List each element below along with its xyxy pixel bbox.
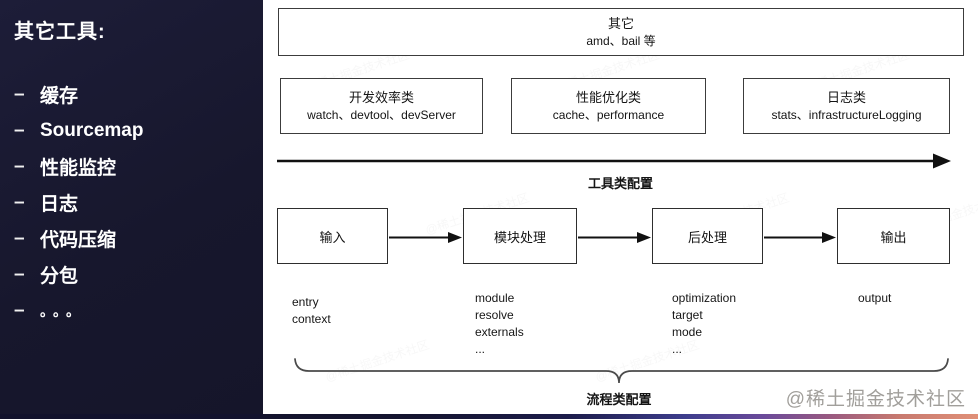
tools-axis-arrow — [277, 153, 951, 169]
sidebar-title: 其它工具: — [14, 21, 106, 43]
category-title: 日志类 — [826, 89, 866, 105]
sidebar-item-split-chunks: – 分包 — [14, 263, 254, 288]
dash-bullet: – — [14, 263, 25, 285]
sidebar-list: – 缓存 – Sourcemap – 性能监控 – 日志 – 代码压缩 – 分包 — [14, 84, 254, 336]
sidebar-item-code-compress: – 代码压缩 — [14, 227, 254, 252]
flow-box-label: 输出 — [880, 229, 907, 245]
flow-box-label: 后处理 — [687, 229, 727, 245]
flow-connector-arrows — [389, 232, 836, 243]
flow-box-post-processing: 后处理 — [652, 208, 763, 264]
detail-line: context — [292, 312, 331, 326]
flow-box-output: 输出 — [837, 208, 950, 264]
bottom-accent-bar — [0, 414, 978, 419]
detail-line: ... — [475, 342, 486, 356]
detail-line: entry — [292, 295, 319, 309]
process-brace-label: 流程类配置 — [586, 392, 652, 407]
category-box-perf-optimize: 性能优化类 cache、performance — [511, 78, 706, 134]
detail-line: externals — [475, 325, 524, 339]
sidebar-item-label: 代码压缩 — [40, 230, 117, 251]
sidebar-item-label: 缓存 — [40, 86, 79, 107]
other-config-title: 其它 — [607, 15, 634, 31]
flow-box-label: 输入 — [319, 229, 346, 245]
sidebar-item-label: 分包 — [40, 266, 79, 287]
detail-line: mode — [672, 325, 703, 339]
sidebar-item-sourcemap: – Sourcemap — [14, 120, 254, 141]
detail-line: resolve — [475, 308, 514, 322]
details-input: entry context — [292, 294, 331, 328]
category-sub: watch、devtool、devServer — [307, 107, 456, 122]
detail-line: module — [475, 291, 515, 305]
flow-box-input: 输入 — [277, 208, 388, 264]
flow-box-module-processing: 模块处理 — [463, 208, 577, 264]
dash-bullet: – — [14, 83, 25, 105]
category-title: 开发效率类 — [348, 89, 414, 105]
category-sub: cache、performance — [552, 107, 665, 122]
sidebar-item-perf-monitor: – 性能监控 — [14, 155, 254, 180]
diagram-area: @稀土掘金技术社区 @稀土掘金技术社区 @稀土掘金技术社区 @稀土掘金技术社区 … — [263, 0, 978, 419]
detail-line: ... — [672, 342, 683, 356]
sidebar-item-label: 。。。 — [40, 302, 86, 319]
category-box-logging: 日志类 stats、infrastructureLogging — [743, 78, 950, 134]
sidebar-item-logs: – 日志 — [14, 191, 254, 216]
sidebar-item-label: 性能监控 — [40, 158, 117, 179]
tools-axis-label: 工具类配置 — [587, 176, 653, 191]
category-box-dev-efficiency: 开发效率类 watch、devtool、devServer — [280, 78, 483, 134]
sidebar-item-label: 日志 — [40, 194, 79, 215]
details-post-processing: optimization target mode ... — [672, 290, 736, 358]
detail-line: output — [858, 291, 892, 305]
dash-bullet: – — [14, 227, 25, 249]
sidebar-item-cache: – 缓存 — [14, 83, 254, 108]
dash-bullet: – — [14, 119, 25, 141]
category-title: 性能优化类 — [575, 89, 641, 105]
other-config-box: 其它 amd、bail 等 — [278, 8, 964, 56]
details-output: output — [858, 290, 891, 307]
category-sub: stats、infrastructureLogging — [771, 107, 922, 122]
sidebar-item-label: Sourcemap — [40, 119, 144, 141]
sidebar: 其它工具: – 缓存 – Sourcemap – 性能监控 – 日志 – 代码压… — [0, 0, 263, 419]
community-watermark: @稀土掘金技术社区 — [785, 389, 966, 410]
other-config-sub: amd、bail 等 — [586, 33, 656, 48]
process-brace — [294, 358, 949, 384]
dash-bullet: – — [14, 191, 25, 213]
flow-box-label: 模块处理 — [493, 229, 546, 245]
dash-bullet: – — [14, 155, 25, 177]
detail-line: target — [672, 308, 703, 322]
detail-line: optimization — [672, 291, 737, 305]
details-module-processing: module resolve externals ... — [475, 290, 524, 358]
sidebar-item-ellipsis: – 。。。 — [14, 300, 254, 321]
dash-bullet: – — [14, 299, 25, 321]
